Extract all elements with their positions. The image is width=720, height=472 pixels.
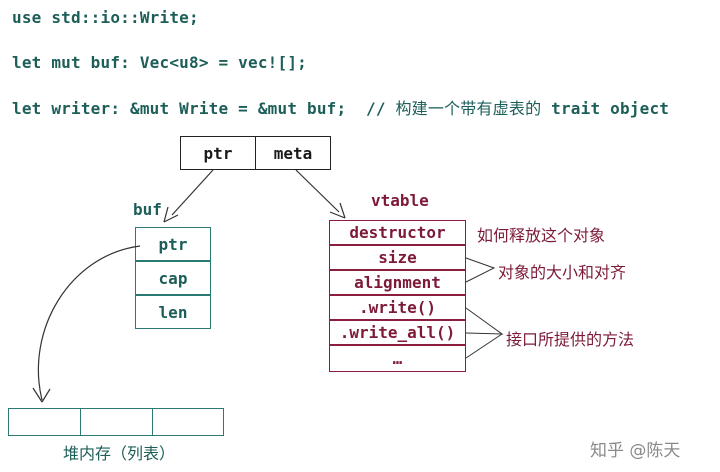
fat-pointer-meta-cell: meta [255, 136, 331, 170]
note-methods: 接口所提供的方法 [506, 330, 635, 349]
bracket-methods-lower [465, 333, 503, 359]
code-line-writer: let writer: &mut Write = &mut buf; // 构建… [12, 95, 669, 119]
code-line-use: use std::io::Write; [12, 8, 199, 27]
heap-label: 堆内存（列表） [63, 444, 176, 463]
vtable-entry-destructor: destructor [329, 220, 466, 245]
code-line-writer-code: let writer: &mut Write = &mut buf; // [12, 99, 396, 118]
vtable-entry-write-all: .write_all() [329, 320, 466, 345]
buf-label: buf [133, 200, 162, 219]
vtable-entry-ellipsis: … [329, 345, 466, 372]
code-line-writer-tail: trait object [541, 99, 670, 118]
note-size-align: 对象的大小和对齐 [498, 263, 627, 282]
buf-field-len: len [135, 295, 211, 329]
code-comment-cjk: 构建一个带有虚表的 [395, 99, 542, 118]
arrow-ptr-to-buf [171, 169, 214, 216]
vtable-label: vtable [371, 191, 429, 210]
buf-field-cap: cap [135, 261, 211, 295]
buf-field-ptr: ptr [135, 227, 211, 261]
arrowhead-buf-to-heap [32, 387, 51, 403]
arrow-buf-to-heap [37, 245, 141, 401]
code-line-buf: let mut buf: Vec<u8> = vec![]; [12, 53, 307, 72]
vtable-entry-alignment: alignment [329, 270, 466, 295]
heap-cell-3 [152, 408, 224, 436]
bracket-size-align [465, 257, 496, 283]
vtable-entry-write: .write() [329, 295, 466, 320]
note-release: 如何释放这个对象 [477, 226, 606, 245]
bracket-methods [465, 307, 504, 335]
arrowhead-meta-to-vtable [329, 202, 346, 219]
vtable-entry-size: size [329, 245, 466, 270]
arrowhead-ptr-to-buf [163, 206, 179, 223]
watermark: 知乎 @陈天 [590, 441, 681, 461]
arrow-meta-to-vtable [295, 169, 340, 213]
